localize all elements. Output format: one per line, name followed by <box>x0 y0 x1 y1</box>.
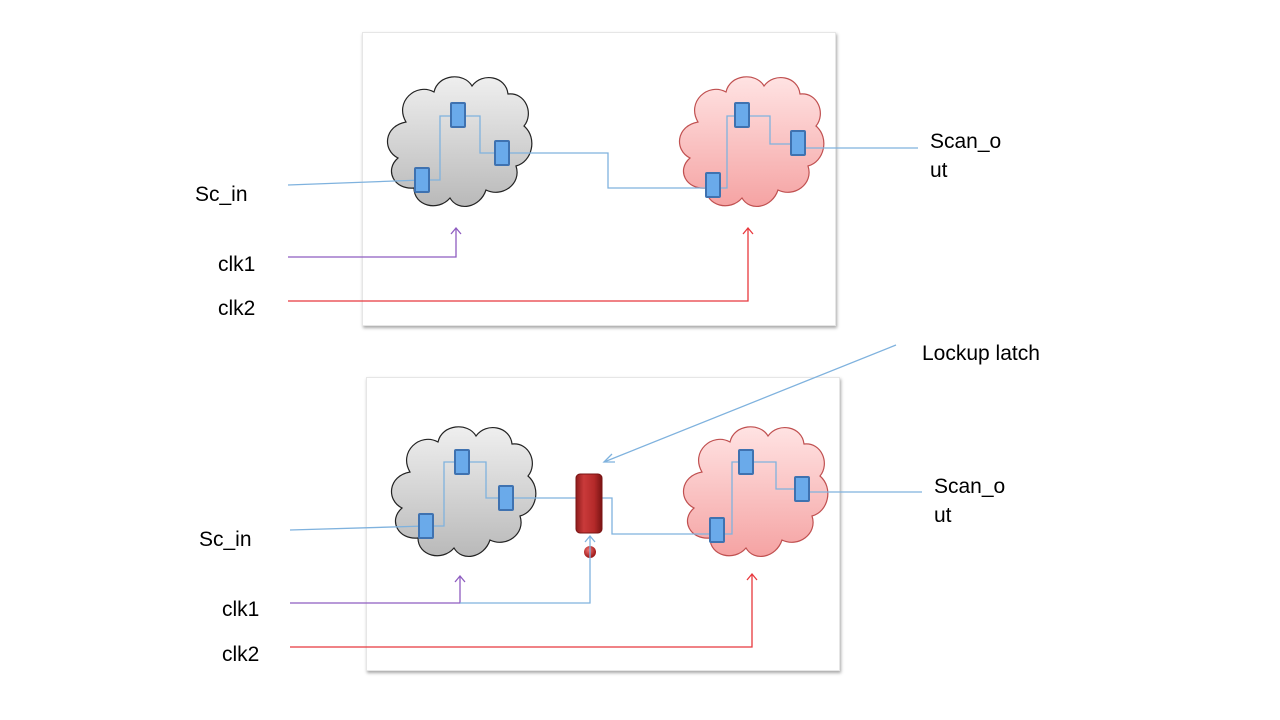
cloud-clock-domain-1 <box>386 76 533 208</box>
flop-1 <box>418 513 434 539</box>
clk2-wire <box>290 574 753 648</box>
top-clock-wires <box>288 226 754 302</box>
flop-3 <box>494 140 510 166</box>
lockup-latch-label: Lockup latch <box>922 342 1040 365</box>
scan-wire-latch-ff4 <box>602 497 717 535</box>
latch-clk-arrow-icon <box>584 534 596 543</box>
top-clk1-label: clk1 <box>218 253 256 276</box>
lockup-latch-pointer-arrow-icon <box>602 453 615 463</box>
flop-4 <box>705 172 721 198</box>
scan-wire-ff1-ff2 <box>422 115 458 181</box>
top-clouds <box>386 76 825 208</box>
clk1-wire <box>290 576 461 604</box>
clk2-arrow-icon <box>742 226 754 235</box>
bottom-clk2-label: clk2 <box>222 643 260 666</box>
scan-wire-ff2-ff3 <box>462 461 506 499</box>
bottom-scan-wires <box>289 344 922 535</box>
clk1-latch-wire <box>460 536 591 604</box>
flop-2 <box>454 449 470 475</box>
flop-6 <box>790 130 806 156</box>
flop-4 <box>709 517 725 543</box>
top-scan-wires <box>287 115 918 189</box>
bottom-clouds <box>390 426 829 558</box>
bottom-scan-out-line2: ut <box>934 504 952 527</box>
top-flops <box>414 102 806 198</box>
scan-wire-domain-cross <box>502 152 713 189</box>
scan-wire-ff5-ff6 <box>742 115 798 145</box>
flop-5 <box>738 449 754 475</box>
sc-in-wire <box>287 179 423 186</box>
bottom-scan-out-line1: Scan_o <box>934 475 1006 498</box>
scan-wire-ff5-ff6 <box>746 461 802 490</box>
lockup-latch-pointer <box>603 344 897 463</box>
bottom-clock-wires <box>290 534 758 648</box>
top-scan-out-line2: ut <box>930 159 948 182</box>
top-sc-in-label: Sc_in <box>195 183 248 206</box>
clk1-arrow-icon <box>450 226 462 235</box>
bottom-clk1-label: clk1 <box>222 598 260 621</box>
scan-wire-ff1-ff2 <box>426 461 462 527</box>
flop-3 <box>498 485 514 511</box>
lockup-latch-body <box>575 473 603 534</box>
clk2-wire <box>288 228 749 302</box>
top-scan-out-line1: Scan_o <box>930 130 1002 153</box>
bottom-sc-in-label: Sc_in <box>199 528 252 551</box>
flop-6 <box>794 476 810 502</box>
clk2-arrow-icon <box>746 572 758 581</box>
sc-in-wire <box>289 525 427 531</box>
cloud-clock-domain-1 <box>390 426 537 558</box>
bottom-flops <box>418 449 810 543</box>
flop-2 <box>450 102 466 128</box>
lockup-latch <box>575 473 603 558</box>
top-clk2-label: clk2 <box>218 297 256 320</box>
flop-5 <box>734 102 750 128</box>
scan-wire-ff2-ff3 <box>458 115 502 154</box>
top-scan-out-label: Scan_o ut <box>930 127 1001 185</box>
clk1-wire <box>288 228 457 258</box>
clk1-arrow-icon <box>454 574 466 583</box>
bottom-scan-out-label: Scan_o ut <box>934 472 1005 530</box>
flop-1 <box>414 167 430 193</box>
